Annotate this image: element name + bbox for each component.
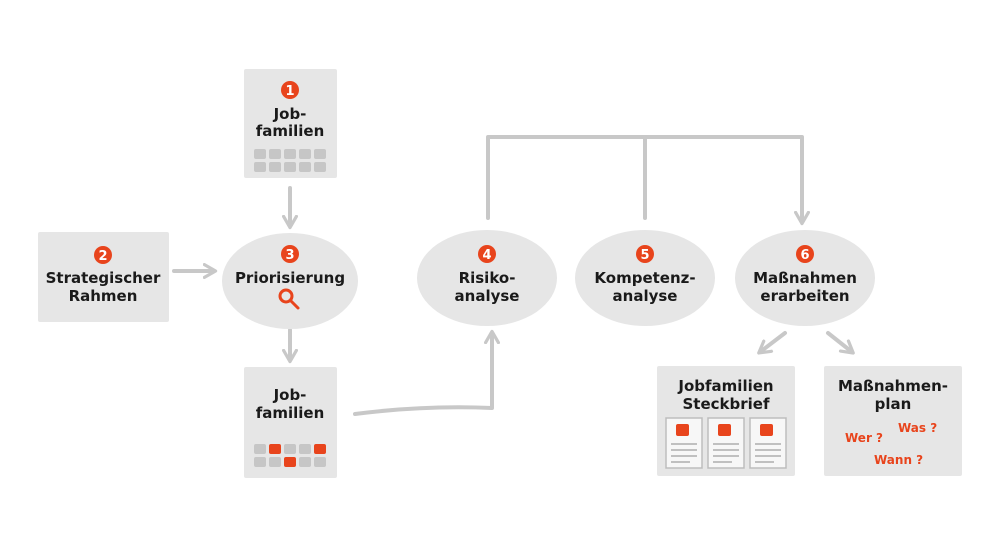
node-steckbrief: Jobfamilien Steckbrief bbox=[657, 366, 795, 476]
node-massnahmenplan: Maßnahmen- plan Wer ? Was ? Wann ? bbox=[824, 366, 962, 476]
arrow-massnahmen-to-plan bbox=[826, 331, 855, 355]
node-jobfamilien-bottom: Job- familien bbox=[244, 367, 337, 478]
massnahmen-erarbeiten-ellipse bbox=[735, 230, 875, 326]
steckbrief-line2: Steckbrief bbox=[683, 395, 770, 413]
risikoanalyse-ellipse bbox=[417, 230, 557, 326]
badge-5 bbox=[636, 245, 654, 263]
massnahmen-erarbeiten-line1: Maßnahmen bbox=[753, 269, 857, 287]
massnahmenplan-line2: plan bbox=[875, 395, 912, 413]
arrow-jobfamilien-to-risikoanalyse bbox=[353, 329, 500, 416]
node-priorisierung: 3 Priorisierung bbox=[222, 233, 358, 329]
massnahmen-erarbeiten-line2: erarbeiten bbox=[760, 287, 849, 305]
jobfamilien-top-line1: Job- bbox=[273, 105, 307, 123]
question-wer: Wer ? bbox=[845, 431, 883, 445]
connectors bbox=[172, 135, 855, 416]
question-wann: Wann ? bbox=[874, 453, 923, 467]
strategischer-rahmen-line1: Strategischer bbox=[46, 269, 161, 287]
badge-2 bbox=[94, 246, 112, 264]
badge-2-number: 2 bbox=[98, 249, 107, 264]
badge-3-number: 3 bbox=[285, 248, 294, 263]
jobfamilien-top-line2: familien bbox=[256, 122, 325, 140]
badge-5-number: 5 bbox=[640, 248, 649, 263]
kompetenzanalyse-line2: analyse bbox=[613, 287, 678, 305]
question-was: Was ? bbox=[898, 421, 937, 435]
badge-4-number: 4 bbox=[482, 248, 491, 263]
node-risikoanalyse: 4 Risiko- analyse bbox=[417, 230, 557, 326]
badge-6 bbox=[796, 245, 814, 263]
risikoanalyse-line1: Risiko- bbox=[459, 269, 516, 287]
node-jobfamilien-top: 1 Job- familien bbox=[244, 69, 337, 178]
badge-6-number: 6 bbox=[800, 248, 809, 263]
massnahmenplan-line1: Maßnahmen- bbox=[838, 377, 948, 395]
magnifier-icon bbox=[278, 288, 300, 310]
badge-3 bbox=[281, 245, 299, 263]
massnahmenplan-box bbox=[824, 366, 962, 476]
grid-icon bbox=[254, 149, 326, 172]
grid-highlight-icon bbox=[254, 444, 326, 467]
jobfamilien-bottom-line2: familien bbox=[256, 404, 325, 422]
node-massnahmen-erarbeiten: 6 Maßnahmen erarbeiten bbox=[735, 230, 875, 326]
kompetenzanalyse-ellipse bbox=[575, 230, 715, 326]
risikoanalyse-line2: analyse bbox=[455, 287, 520, 305]
node-strategischer-rahmen: 2 Strategischer Rahmen bbox=[38, 232, 169, 322]
kompetenzanalyse-line1: Kompetenz- bbox=[594, 269, 695, 287]
arrow-massnahmen-to-steckbrief bbox=[757, 331, 787, 355]
node-kompetenzanalyse: 5 Kompetenz- analyse bbox=[575, 230, 715, 326]
jobfamilien-bottom-box bbox=[244, 367, 337, 478]
strategischer-rahmen-box bbox=[38, 232, 169, 322]
jobfamilien-top-box bbox=[244, 69, 337, 178]
document-icon bbox=[665, 417, 787, 469]
jobfamilien-bottom-line1: Job- bbox=[273, 386, 307, 404]
badge-1 bbox=[281, 81, 299, 99]
priorisierung-ellipse bbox=[222, 233, 358, 329]
badge-1-number: 1 bbox=[285, 84, 294, 99]
strategischer-rahmen-line2: Rahmen bbox=[69, 287, 138, 305]
badge-4 bbox=[478, 245, 496, 263]
priorisierung-label: Priorisierung bbox=[235, 269, 345, 287]
steckbrief-line1: Jobfamilien bbox=[677, 377, 773, 395]
